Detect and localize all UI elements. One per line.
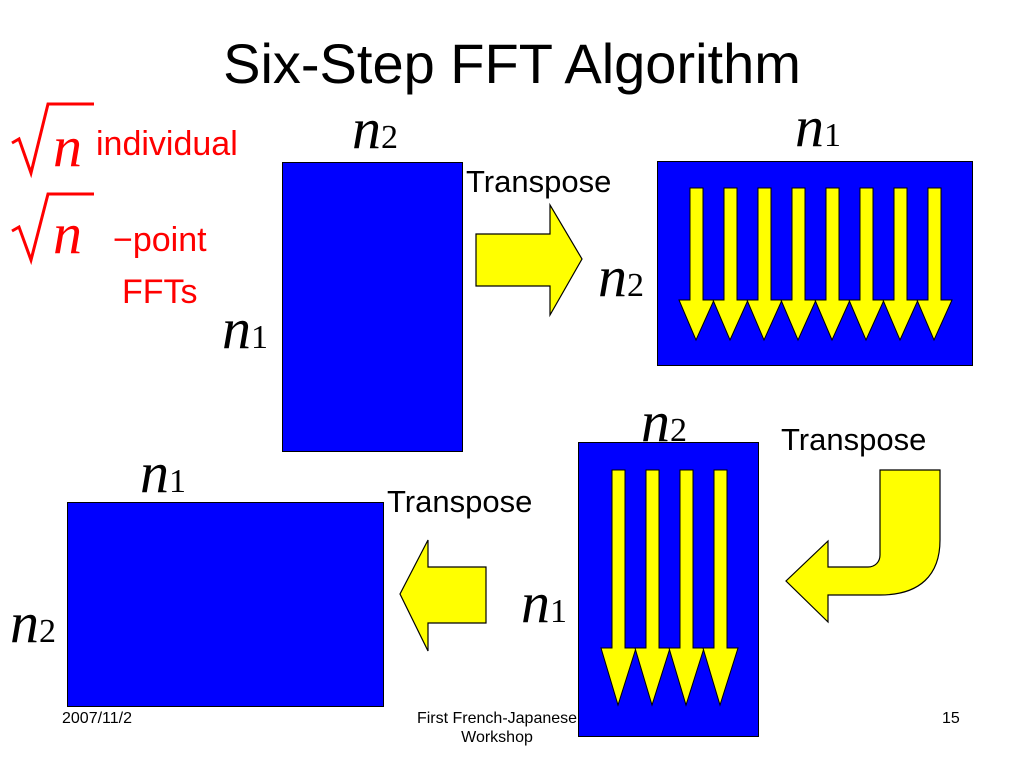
footer-event: First French-Japanese Workshop <box>372 709 622 747</box>
matrix-block-transposed <box>657 161 973 366</box>
note-point: −point <box>113 221 207 259</box>
footer-date: 2007/11/2 <box>62 710 132 727</box>
label-n1-block2: n1 <box>795 94 841 159</box>
fft-arrow-down <box>702 469 739 707</box>
transpose-arrow-right <box>475 202 583 318</box>
fft-arrow-down <box>678 187 715 342</box>
fft-arrow-down <box>780 187 817 342</box>
transpose-arrow-left <box>399 539 487 652</box>
fft-arrow-down <box>668 469 705 707</box>
footer-event-line2: Workshop <box>461 729 533 746</box>
fft-arrow-down <box>814 187 851 342</box>
transpose-label-1: Transpose <box>466 164 612 199</box>
label-n2-block1: n2 <box>352 96 398 161</box>
sqrt-n-bottom: n <box>53 201 82 266</box>
fft-arrow-down <box>600 469 637 707</box>
matrix-block-third <box>578 442 759 737</box>
matrix-block-initial <box>282 162 463 452</box>
transpose-arrow-curved <box>785 469 941 624</box>
label-n2-block4: n2 <box>10 590 56 655</box>
matrix-block-final <box>67 502 384 707</box>
label-n1-block4: n1 <box>140 440 186 505</box>
fft-arrow-down <box>882 187 919 342</box>
fft-arrow-down <box>712 187 749 342</box>
sqrt-n-top: n <box>53 114 82 179</box>
note-individual: individual <box>96 125 238 163</box>
label-n2-block2: n2 <box>598 244 644 309</box>
footer-page-number: 15 <box>942 710 960 727</box>
fft-arrow-down <box>746 187 783 342</box>
label-n2-block3: n2 <box>641 389 687 454</box>
slide-title: Six-Step FFT Algorithm <box>223 32 801 95</box>
label-n1-block3: n1 <box>521 570 567 635</box>
sqrt-sign-top <box>11 102 94 179</box>
sqrt-sign-bottom <box>11 192 94 266</box>
fft-arrow-down <box>634 469 671 707</box>
fft-arrow-down <box>848 187 885 342</box>
fft-arrow-down <box>916 187 953 342</box>
transpose-label-2: Transpose <box>781 422 927 457</box>
note-ffts: FFTs <box>122 273 198 311</box>
footer-event-line1: First French-Japanese <box>416 710 578 727</box>
label-n1-block1: n1 <box>222 296 268 361</box>
transpose-label-3: Transpose <box>387 484 533 519</box>
